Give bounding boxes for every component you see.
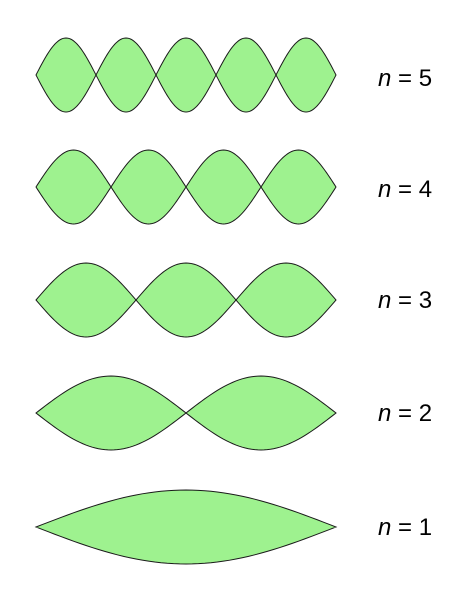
wave-lobe xyxy=(35,149,112,225)
mode-shape-n4 xyxy=(35,149,337,225)
mode-label-equals: = xyxy=(391,65,418,92)
wave-lobe xyxy=(35,375,187,451)
wave-lobe xyxy=(35,37,97,113)
mode-row-n3: n = 3 xyxy=(35,262,432,338)
mode-label-equals: = xyxy=(391,514,418,541)
mode-label-value: 4 xyxy=(419,176,432,203)
mode-label-value: 2 xyxy=(419,400,432,427)
mode-row-n5: n = 5 xyxy=(35,37,432,113)
wave-lobe xyxy=(185,149,262,225)
mode-shape-n2 xyxy=(35,375,337,451)
wave-lobe xyxy=(110,149,187,225)
mode-label-variable: n xyxy=(378,176,391,203)
mode-row-n1: n = 1 xyxy=(34,489,432,565)
mode-label-n2: n = 2 xyxy=(378,400,432,427)
mode-shape-n5 xyxy=(35,37,337,113)
mode-label-value: 3 xyxy=(419,287,432,314)
mode-label-variable: n xyxy=(378,400,391,427)
wave-lobe xyxy=(235,262,337,338)
wave-lobe xyxy=(95,37,157,113)
mode-label-value: 1 xyxy=(419,514,432,541)
mode-shape-n3 xyxy=(35,262,337,338)
wave-lobe xyxy=(185,375,337,451)
mode-label-n3: n = 3 xyxy=(378,287,432,314)
mode-label-equals: = xyxy=(391,176,418,203)
mode-label-equals: = xyxy=(391,287,418,314)
wave-lobe xyxy=(34,489,338,565)
mode-shape-n1 xyxy=(34,489,338,565)
mode-label-n5: n = 5 xyxy=(378,65,432,92)
wave-lobe xyxy=(135,262,237,338)
mode-label-variable: n xyxy=(378,65,391,92)
wave-lobe xyxy=(260,149,337,225)
mode-label-n4: n = 4 xyxy=(378,176,432,203)
wave-lobe xyxy=(35,262,137,338)
mode-label-equals: = xyxy=(391,400,418,427)
mode-label-variable: n xyxy=(378,287,391,314)
mode-row-n4: n = 4 xyxy=(35,149,432,225)
wave-lobe xyxy=(215,37,277,113)
wave-lobe xyxy=(155,37,217,113)
mode-label-variable: n xyxy=(378,514,391,541)
wave-lobe xyxy=(275,37,337,113)
mode-row-n2: n = 2 xyxy=(35,375,432,451)
mode-label-value: 5 xyxy=(419,65,432,92)
mode-label-n1: n = 1 xyxy=(378,514,432,541)
